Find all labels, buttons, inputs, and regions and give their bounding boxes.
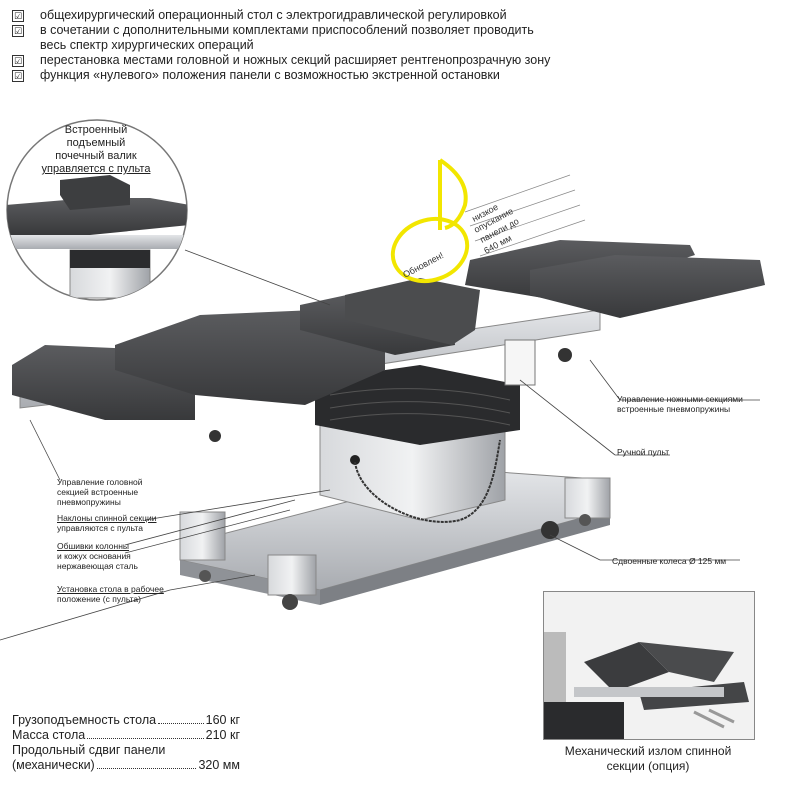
feature-item: ☑общехирургический операционный стол с э…: [12, 8, 507, 22]
feature-item: ☑в сочетании с дополнительными комплекта…: [12, 23, 534, 37]
table-column: [315, 365, 520, 523]
specifications: Грузоподъемность стола 160 кг Масса стол…: [12, 713, 240, 773]
feature-item: ☑перестановка местами головной и ножных …: [12, 53, 551, 67]
feature-item-continuation: весь спектр хирургических операций: [40, 38, 254, 52]
spec-row: Продольный сдвиг панели: [12, 743, 166, 757]
checkbox-icon: ☑: [12, 25, 24, 37]
back-section-break-illustration: [544, 592, 754, 739]
inset-caption: Механический излом спинной секции (опция…: [564, 744, 732, 773]
label-column-covers: Обшивки колонны и кожух основания нержав…: [57, 541, 138, 571]
label-working-position: Установка стола в рабочее положение (с п…: [57, 584, 164, 604]
inset-photo: [543, 591, 755, 740]
table-pads: [12, 240, 765, 420]
spec-row: Грузоподъемность стола 160 кг: [12, 713, 240, 727]
label-foot-sections: Управление ножными секциями встроенные п…: [617, 394, 743, 414]
feature-list: ☑общехирургический операционный стол с э…: [12, 8, 612, 83]
label-head-section: Управление головной секцией встроенные п…: [57, 477, 143, 507]
hand-remote: [504, 339, 536, 386]
kidney-bridge-callout: Встроенный подъемный почечный валик упра…: [41, 124, 151, 175]
leader-lines: [0, 249, 760, 641]
label-hand-remote: Ручной пульт: [617, 447, 670, 457]
spec-row: Масса стола 210 кг: [12, 728, 240, 742]
kidney-bridge-zoom: [6, 119, 188, 301]
spec-row: (механически) 320 мм: [12, 758, 240, 772]
sticker-badge: Обновлен!: [401, 250, 445, 280]
checkbox-icon: ☑: [12, 70, 24, 82]
label-wheels: Сдвоенные колеса Ø 125 мм: [612, 556, 727, 566]
label-back-tilt: Наклоны спинной секции управляются с пул…: [57, 513, 157, 533]
checkbox-icon: ☑: [12, 10, 24, 22]
checkbox-icon: ☑: [12, 55, 24, 67]
feature-item: ☑функция «нулевого» положения панели с в…: [12, 68, 500, 82]
